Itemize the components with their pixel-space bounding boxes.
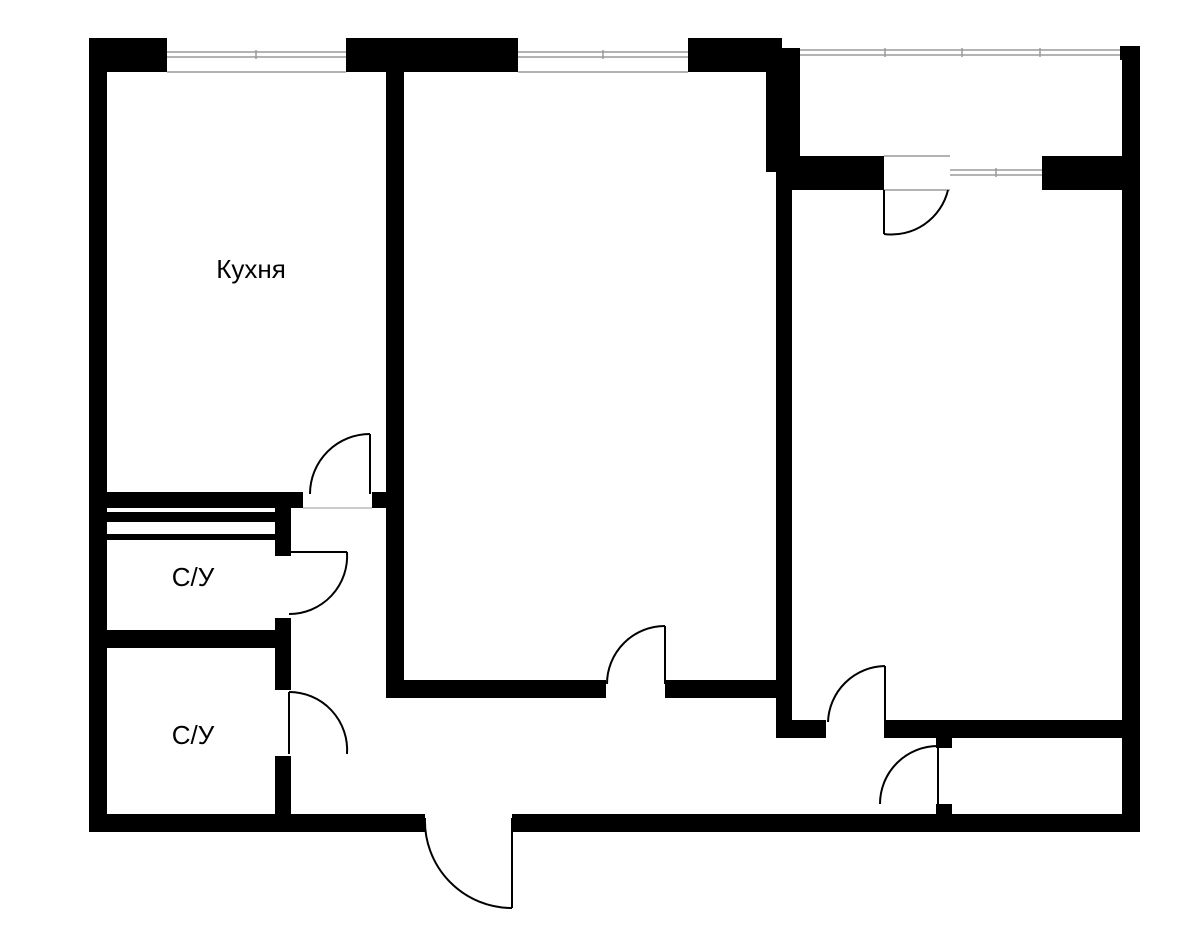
wall-top-pier-1 xyxy=(89,38,167,72)
wall-kitchen-bottom xyxy=(107,492,303,508)
bathroom-2-label: С/У xyxy=(172,720,215,750)
wall-kitchen-right-lower xyxy=(386,507,404,697)
wall-bottom-right xyxy=(512,814,1140,832)
wall-living-bottom-1 xyxy=(386,680,606,698)
wall-corridor-left-1 xyxy=(275,508,291,556)
windows xyxy=(167,48,1120,191)
door-bathroom-1 xyxy=(288,551,349,616)
wall-corridor-left-3 xyxy=(275,756,291,816)
kitchen-label: Кухня xyxy=(216,254,286,284)
door-kitchen xyxy=(303,433,372,509)
wall-bath-top xyxy=(107,534,275,540)
wall-bath-divider xyxy=(107,630,275,648)
door-entrance xyxy=(423,817,513,909)
wall-corridor-left-2 xyxy=(275,618,291,690)
wall-closet-2 xyxy=(936,804,952,816)
exterior-walls xyxy=(89,38,1140,832)
wall-closet-1 xyxy=(936,738,952,748)
door-balcony xyxy=(883,189,949,236)
wall-bottom-left xyxy=(89,814,425,832)
interior-walls xyxy=(107,48,1140,816)
window-living xyxy=(518,50,688,73)
door-living xyxy=(606,625,666,685)
window-bedroom xyxy=(950,168,1042,177)
wall-bedroom-top-2 xyxy=(1042,156,1140,190)
wall-kitchen-right xyxy=(386,70,404,494)
wall-middle-upper xyxy=(766,48,800,172)
wall-living-bottom-2 xyxy=(665,680,790,698)
door-bathroom-2 xyxy=(288,690,349,755)
wall-top-pier-2 xyxy=(346,38,518,72)
wall-duct xyxy=(107,512,275,522)
wall-bedroom-top-1 xyxy=(776,156,884,190)
window-kitchen xyxy=(167,50,346,73)
doors xyxy=(288,189,949,909)
wall-left xyxy=(89,38,107,832)
wall-kitchen-bottom-stub xyxy=(372,492,404,508)
wall-middle xyxy=(776,172,792,738)
door-closet xyxy=(879,745,939,805)
door-bedroom xyxy=(827,665,886,723)
wall-right xyxy=(1122,46,1140,832)
window-balcony xyxy=(800,48,1120,57)
balcony-door-frame xyxy=(884,155,950,191)
wall-right-cap xyxy=(1120,46,1140,60)
bathroom-1-label: С/У xyxy=(172,562,215,592)
wall-bedroom-bottom-2 xyxy=(884,720,1140,738)
wall-bedroom-bottom-1 xyxy=(776,720,826,738)
